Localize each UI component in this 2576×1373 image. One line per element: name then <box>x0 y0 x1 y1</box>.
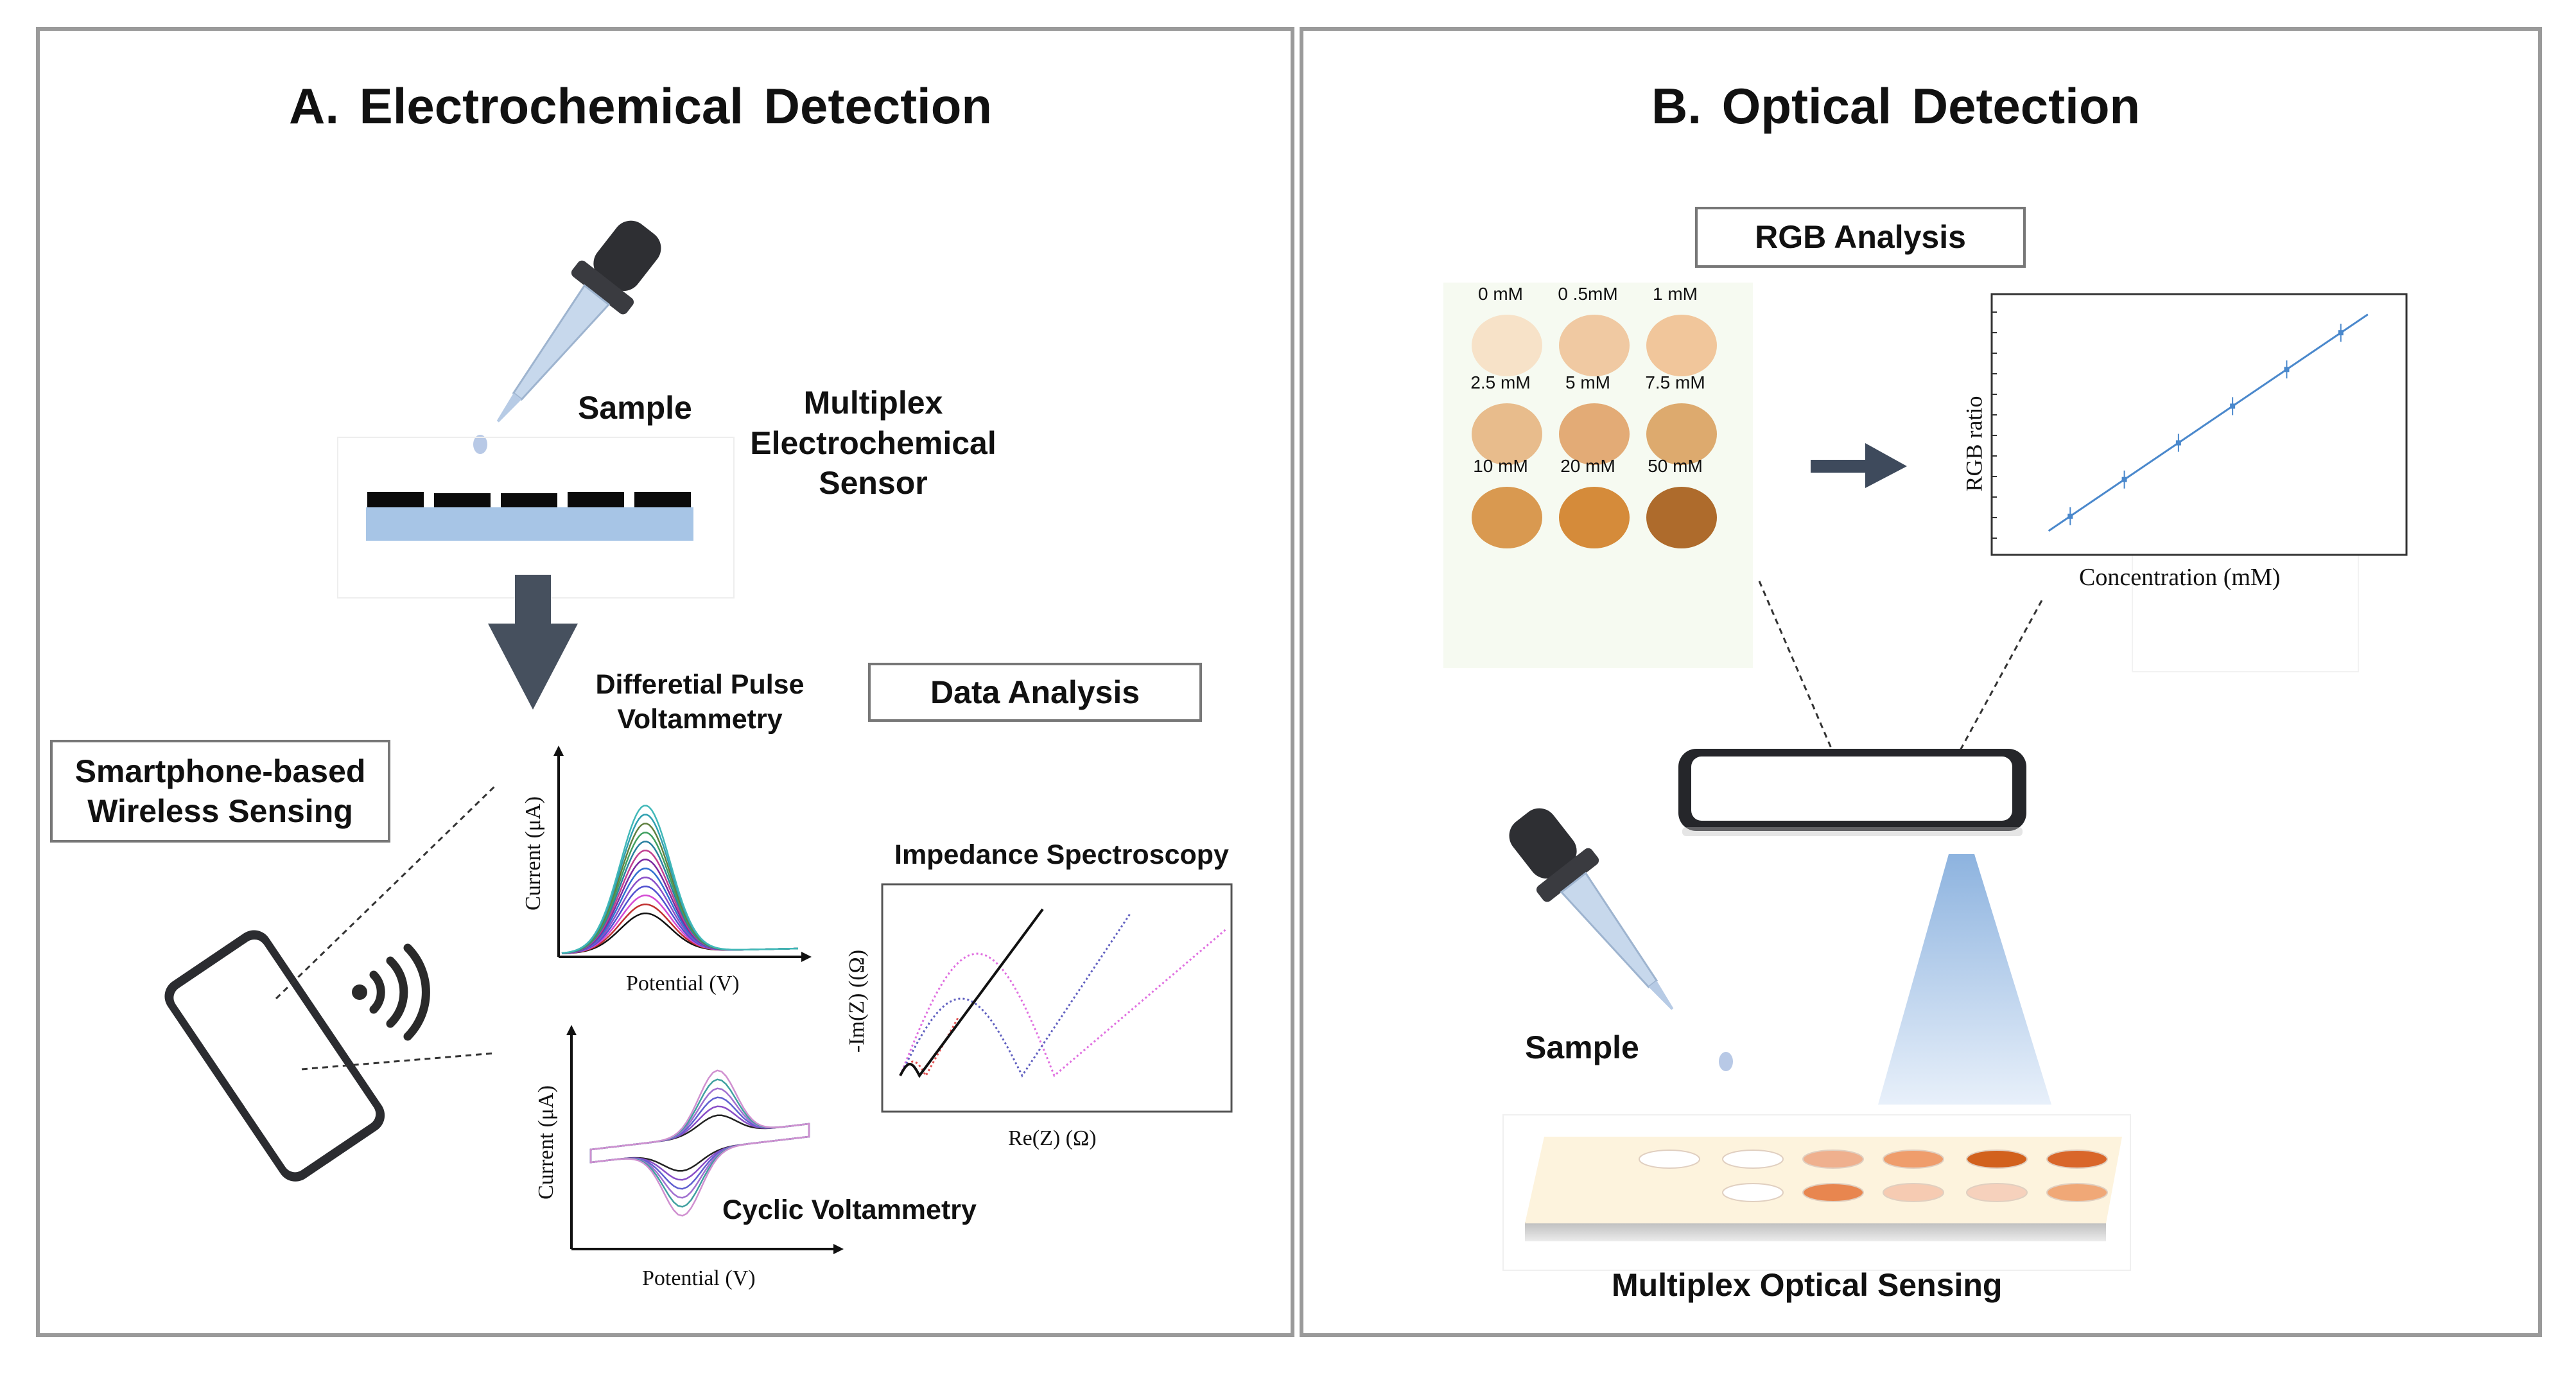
panel-b-title: B. Optical Detection <box>1651 78 2141 134</box>
eis-xlabel: Re(Z) (Ω) <box>1008 1126 1097 1150</box>
rgb-plot-xlabel: Concentration (mM) <box>2079 564 2281 591</box>
right-arrow-icon <box>1811 443 1907 488</box>
dpv-curve <box>561 805 799 954</box>
optical-well <box>1639 1150 1700 1169</box>
color-swatch <box>1559 315 1630 376</box>
rgb-trendline <box>2048 313 2369 532</box>
color-swatch <box>1472 403 1542 465</box>
swatch-label: 0 .5mM <box>1558 284 1618 304</box>
optical-well <box>1966 1183 2028 1202</box>
cv-chart <box>566 1025 844 1254</box>
dpv-xlabel: Potential (V) <box>626 972 740 995</box>
optical-well <box>2046 1150 2108 1169</box>
dropper-b-icon <box>1509 808 1733 1071</box>
sample-label-a: Sample <box>578 390 692 426</box>
eis-chart <box>881 883 1233 1113</box>
smartphone-landscape-icon <box>1678 749 2026 836</box>
rgb-point <box>2067 513 2073 519</box>
dpv-curves <box>561 805 799 955</box>
cv-curves <box>589 1069 810 1217</box>
rgb-analysis-box: RGB Analysis <box>1695 207 2026 268</box>
wireless-icon <box>352 943 430 1041</box>
rgb-point <box>2230 403 2236 409</box>
rgb-plot-ticks <box>1992 311 1997 539</box>
color-swatch <box>1559 487 1630 548</box>
optical-plate <box>1525 1137 2122 1241</box>
sensor-label: Multiplex Electrochemical Sensor <box>750 385 996 501</box>
swatch-label: 7.5 mM <box>1645 372 1705 392</box>
swatch-label: 20 mM <box>1560 456 1615 476</box>
rgb-plot-shadow <box>2132 478 2359 672</box>
swatch-label: 50 mM <box>1648 456 1703 476</box>
color-swatch <box>1646 315 1717 376</box>
rgb-plot-points <box>2048 313 2369 532</box>
rgb-point <box>2121 477 2127 482</box>
rgb-point <box>2338 330 2344 336</box>
color-swatch <box>1646 403 1717 465</box>
smartphone-icon <box>164 930 385 1182</box>
optical-well <box>1722 1150 1784 1169</box>
optical-well <box>1802 1150 1864 1169</box>
sensor-strip <box>366 492 693 541</box>
optical-wells <box>1639 1150 2108 1202</box>
down-arrow-icon <box>488 575 578 710</box>
optical-plate-frame <box>1502 1114 2131 1271</box>
panel-a-title: A. Electrochemical Detection <box>289 78 993 134</box>
optical-well <box>1722 1183 1784 1202</box>
smartphone-label: Smartphone-based Wireless Sensing <box>74 753 366 830</box>
data-analysis-box: Data Analysis <box>868 663 1202 722</box>
eis-series-blue <box>899 913 1131 1078</box>
dpv-title: Differetial Pulse Voltammetry <box>595 669 805 735</box>
data-analysis-label: Data Analysis <box>930 674 1140 710</box>
rgb-analysis-label: RGB Analysis <box>1755 219 1966 256</box>
optical-well <box>1883 1183 1944 1202</box>
swatch-label: 10 mM <box>1473 456 1528 476</box>
color-swatch <box>1472 487 1542 548</box>
smartphone-label-box: Smartphone-based Wireless Sensing <box>50 740 390 843</box>
swatch-label: 5 mM <box>1565 372 1610 392</box>
optical-sensing-label: Multiplex Optical Sensing <box>1612 1267 2003 1303</box>
cv-xlabel: Potential (V) <box>642 1266 756 1290</box>
eis-curves <box>899 908 1227 1078</box>
optical-well <box>1966 1150 2028 1169</box>
optical-well <box>2046 1183 2108 1202</box>
color-swatch <box>1646 487 1717 548</box>
swatch-label: 2.5 mM <box>1470 372 1531 392</box>
rgb-point <box>2175 440 2181 446</box>
optical-well <box>1802 1183 1864 1202</box>
eis-series-black <box>899 908 1044 1078</box>
dropper-icon <box>473 220 661 454</box>
light-beam <box>1878 854 2051 1105</box>
color-swatch <box>1472 315 1542 376</box>
rgb-plot <box>1990 293 2408 556</box>
cv-curve <box>589 1069 810 1217</box>
swatch-label: 0 mM <box>1478 284 1523 304</box>
cv-title: Cyclic Voltammetry <box>722 1194 977 1225</box>
eis-title: Impedance Spectroscopy <box>894 839 1229 870</box>
sample-label-b: Sample <box>1525 1029 1639 1065</box>
optical-well <box>1883 1150 1944 1169</box>
rgb-point <box>2284 367 2290 372</box>
swatch-label: 1 mM <box>1653 284 1698 304</box>
dpv-chart <box>553 746 812 962</box>
color-swatch <box>1559 403 1630 465</box>
